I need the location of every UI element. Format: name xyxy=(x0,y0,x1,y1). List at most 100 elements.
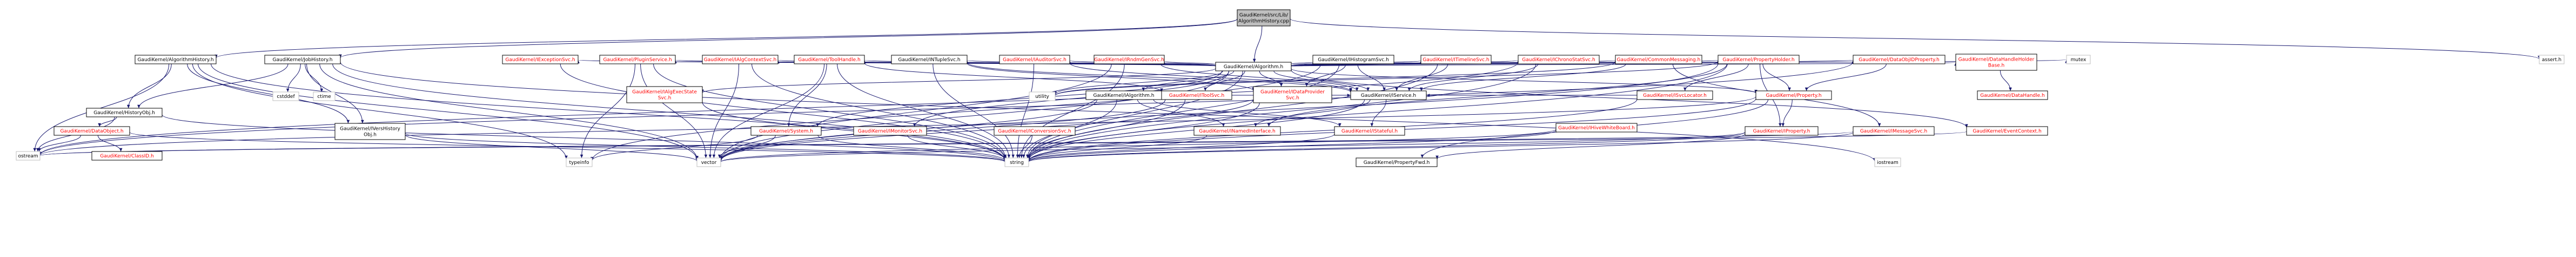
graph-node-isvc[interactable]: GaudiKernel/IService.h xyxy=(1350,90,1427,100)
node-label: GaudiKernel/IMonitorSvc.h xyxy=(858,129,922,134)
node-label: GaudiKernel/IProperty.h xyxy=(1753,129,1810,134)
graph-node-tim[interactable]: GaudiKernel/ITimelineSvc.h xyxy=(1420,55,1492,64)
node-box xyxy=(1853,55,1946,64)
graph-node-dobj[interactable]: GaudiKernel/DataObject.h xyxy=(53,126,130,136)
edge-dop-to-ostream xyxy=(38,62,1854,155)
node-label: GaudiKernel/INTupleSvc.h xyxy=(898,57,960,63)
node-label: Base.h xyxy=(1988,63,2004,69)
node-label: GaudiKernel/ToolHandle.h xyxy=(798,57,861,63)
edge-algo-to-utility xyxy=(1054,70,1223,95)
graph-node-dop[interactable]: GaudiKernel/DataObjIDProperty.h xyxy=(1853,55,1946,64)
edge-hobj-to-string xyxy=(162,114,1007,162)
edge-plug-to-typeinfo xyxy=(580,63,635,159)
graph-node-hist[interactable]: GaudiKernel/IHistogramSvc.h xyxy=(1312,55,1394,64)
graph-node-pf[interactable]: GaudiKernel/PropertyFwd.h xyxy=(1356,157,1438,167)
node-label: GaudiKernel/IVersHistory xyxy=(340,127,400,132)
graph-node-iwb[interactable]: GaudiKernel/IHiveWhiteBoard.h xyxy=(1555,123,1638,133)
graph-root-node: GaudiKernel/src/Lib/AlgorithmHistory.cpp xyxy=(1237,9,1291,27)
node-label: Svc.h xyxy=(658,96,672,101)
graph-node-isl[interactable]: GaudiKernel/ISvcLocator.h xyxy=(1636,90,1713,100)
node-box xyxy=(1853,126,1935,136)
graph-node-imsg[interactable]: GaudiKernel/IMessageSvc.h xyxy=(1853,126,1935,136)
edge-algo-to-idp xyxy=(1259,70,1283,87)
graph-node-ah[interactable]: GaudiKernel/AlgorithmHistory.h xyxy=(135,55,217,64)
graph-node-intup[interactable]: GaudiKernel/INTupleSvc.h xyxy=(891,55,968,64)
node-box xyxy=(86,108,163,117)
graph-node-clid[interactable]: GaudiKernel/ClassID.h xyxy=(91,151,163,161)
graph-node-dh[interactable]: GaudiKernel/DataHandle.h xyxy=(1977,90,2048,100)
edge-sys-to-vector xyxy=(717,135,776,159)
edge-chr-to-ostream xyxy=(38,62,1519,155)
graph-node-ims[interactable]: GaudiKernel/IMonitorSvc.h xyxy=(853,126,927,136)
node-label: string xyxy=(1010,160,1024,166)
graph-node-sys[interactable]: GaudiKernel/System.h xyxy=(750,126,822,136)
node-label: mutex xyxy=(2071,57,2087,63)
edge-ph-to-utility xyxy=(1054,61,1719,96)
edge-chr-to-isvc xyxy=(1407,63,1539,91)
graph-node-algo[interactable]: GaudiKernel/Algorithm.h xyxy=(1215,62,1292,71)
edge-ah-to-ivho xyxy=(187,63,350,124)
edge-ivho-to-vector xyxy=(405,134,699,162)
edge-conv-to-string xyxy=(1017,135,1032,159)
node-label: utility xyxy=(1035,94,1049,100)
edge-algo-to-ialgo xyxy=(1142,70,1235,91)
graph-node-acs[interactable]: GaudiKernel/IAlgContextSvc.h xyxy=(702,55,779,64)
graph-node-cmsg[interactable]: GaudiKernel/CommonMessaging.h xyxy=(1615,55,1702,64)
edge-root-to-assert xyxy=(1290,18,2541,60)
edge-ah-to-string xyxy=(211,63,1007,161)
graph-node-hobj[interactable]: GaudiKernel/HistoryObj.h xyxy=(86,108,163,117)
graph-node-pgs[interactable]: GaudiKernel/IRndmGenSvc.h xyxy=(1094,55,1165,64)
graph-node-istat[interactable]: GaudiKernel/IStateful.h xyxy=(1334,126,1405,136)
edge-aud-to-isvc xyxy=(1069,63,1352,92)
node-label: GaudiKernel/IRndmGenSvc.h xyxy=(1094,57,1164,63)
graph-node-chr[interactable]: GaudiKernel/IChronoStatSvc.h xyxy=(1518,55,1600,64)
node-box xyxy=(91,151,163,161)
graph-node-ialgo[interactable]: GaudiKernel/IAlgorithm.h xyxy=(1085,90,1162,100)
edge-root-to-algo xyxy=(1252,25,1263,63)
graph-node-prop[interactable]: GaudiKernel/Property.h xyxy=(1755,90,1832,100)
node-box xyxy=(853,126,927,136)
edge-dhh-to-dh xyxy=(2000,70,2012,91)
edge-jh-to-hobj xyxy=(137,63,289,109)
edge-ith-to-vector xyxy=(712,63,825,159)
graph-node-iec[interactable]: GaudiKernel/EventContext.h xyxy=(1966,126,2048,136)
graph-node-inamed[interactable]: GaudiKernel/INamedInterface.h xyxy=(1193,126,1281,136)
edge-aud-to-string xyxy=(1016,63,1035,159)
edge-algo-to-intup xyxy=(965,60,1216,66)
edge-ah-to-typeinfo xyxy=(192,63,568,159)
graph-node-conv[interactable]: GaudiKernel/IConversionSvc.h xyxy=(994,126,1076,136)
node-box xyxy=(1029,91,1056,101)
graph-node-ith[interactable]: GaudiKernel/ToolHandle.h xyxy=(794,55,865,64)
edge-ah-to-hobj xyxy=(126,63,172,109)
node-box xyxy=(2539,55,2565,64)
graph-node-jh[interactable]: GaudiKernel/JobHistory.h xyxy=(264,55,341,64)
graph-node-assert: assert.h xyxy=(2539,55,2565,64)
edge-iprop-to-string xyxy=(1027,132,1746,162)
graph-node-ostream: ostream xyxy=(16,151,41,161)
graph-node-ph[interactable]: GaudiKernel/PropertyHolder.h xyxy=(1718,55,1800,64)
node-box xyxy=(1518,55,1600,64)
edge-ialgo-to-inamed xyxy=(1137,99,1225,127)
node-box xyxy=(750,126,822,136)
node-label: assert.h xyxy=(2542,57,2561,63)
node-label: GaudiKernel/IExceptionSvc.h xyxy=(505,57,575,63)
node-label: GaudiKernel/IToolSvc.h xyxy=(1169,93,1224,98)
node-label: cstddef xyxy=(277,94,295,100)
node-label: GaudiKernel/IService.h xyxy=(1361,93,1416,98)
edge-exc-to-string xyxy=(560,63,1007,160)
graph-node-cstddef: cstddef xyxy=(272,91,299,101)
edge-isl-to-string xyxy=(1027,99,1638,161)
graph-node-exc[interactable]: GaudiKernel/IExceptionSvc.h xyxy=(502,55,579,64)
graph-node-plug[interactable]: GaudiKernel/PluginService.h xyxy=(599,55,676,64)
edge-sys-to-typeinfo xyxy=(591,135,758,161)
graph-node-iprop[interactable]: GaudiKernel/IProperty.h xyxy=(1745,126,1819,136)
edge-its-to-vector xyxy=(719,99,1166,161)
graph-node-aud[interactable]: GaudiKernel/IAuditorSvc.h xyxy=(999,55,1070,64)
graph-node-its[interactable]: GaudiKernel/IToolSvc.h xyxy=(1161,90,1232,100)
edge-cmsg-to-isvc xyxy=(1419,63,1626,91)
